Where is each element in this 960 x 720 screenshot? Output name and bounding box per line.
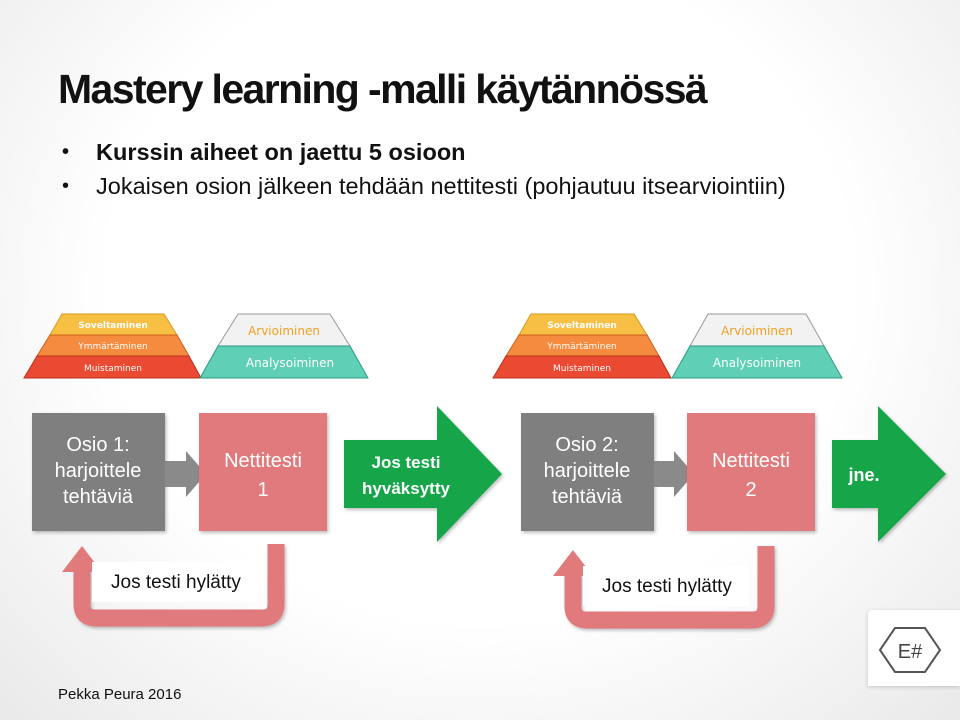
box-line: tehtäviä bbox=[63, 486, 134, 508]
bullet-dot-icon: • bbox=[62, 141, 70, 163]
hexagon-logo-icon: E# bbox=[878, 627, 942, 673]
pyramid-label: Muistaminen bbox=[553, 364, 611, 374]
slide-title: Mastery learning -malli käytännössä bbox=[58, 66, 708, 112]
pyramid-label: Muistaminen bbox=[84, 364, 142, 374]
box-line: Nettitesti bbox=[712, 450, 790, 472]
pyramid-level-base bbox=[492, 355, 672, 379]
section-2-box: Osio 2: harjoittele tehtäviä bbox=[521, 413, 654, 531]
etc-arrow: jne. bbox=[832, 406, 946, 542]
bullet-list: • Kurssin aiheet on jaettu 5 osioon • Jo… bbox=[60, 137, 920, 205]
bullet-text: Jokaisen osion jälkeen tehdään nettitest… bbox=[96, 173, 786, 199]
fail-loop-2: Jos testi hylätty bbox=[553, 546, 775, 629]
box-line: harjoittele bbox=[55, 460, 142, 482]
bullet-text: Kurssin aiheet on jaettu 5 osioon bbox=[96, 139, 466, 165]
pyramid-level-base bbox=[199, 345, 369, 379]
pyramid-label: Analysoiminen bbox=[713, 356, 801, 370]
pyramid-label: Arvioiminen bbox=[248, 324, 320, 338]
pyramid-label: Soveltaminen bbox=[547, 321, 616, 331]
bullet-item: • Kurssin aiheet on jaettu 5 osioon bbox=[60, 137, 920, 167]
pyramid-lower-2: Soveltaminen Ymmärtäminen Muistaminen bbox=[492, 313, 672, 379]
pyramid-upper-1: Arvioiminen Analysoiminen bbox=[199, 313, 369, 379]
box-line: tehtäviä bbox=[552, 486, 623, 508]
pyramid-label: Analysoiminen bbox=[246, 356, 334, 370]
bullet-dot-icon: • bbox=[62, 175, 70, 197]
gray-arrow-icon bbox=[165, 451, 206, 497]
fail-label: Jos testi hylätty bbox=[602, 576, 732, 597]
box-line: 1 bbox=[257, 479, 268, 501]
pyramid-label: Ymmärtäminen bbox=[77, 342, 148, 352]
box-line: harjoittele bbox=[544, 460, 631, 482]
logo-text: E# bbox=[898, 641, 923, 663]
arrow-line: hyväksytty bbox=[362, 479, 450, 498]
arrow-line: jne. bbox=[847, 465, 879, 485]
box-line: Osio 1: bbox=[66, 434, 129, 456]
pyramid-upper-2: Arvioiminen Analysoiminen bbox=[671, 313, 843, 379]
gray-arrow-icon bbox=[654, 451, 694, 497]
box-line: 2 bbox=[745, 479, 756, 501]
box-line: Osio 2: bbox=[555, 434, 618, 456]
pyramid-label: Ymmärtäminen bbox=[546, 342, 617, 352]
fail-loop-1: Jos testi hylätty bbox=[62, 544, 285, 627]
section-1-box: Osio 1: harjoittele tehtäviä bbox=[32, 413, 165, 531]
pyramid-level-base bbox=[671, 345, 843, 379]
footer-author: Pekka Peura 2016 bbox=[58, 686, 182, 703]
pyramid-label: Arvioiminen bbox=[721, 324, 793, 338]
bullet-item: • Jokaisen osion jälkeen tehdään nettite… bbox=[60, 171, 920, 201]
test-2-box: Nettitesti 2 bbox=[687, 413, 815, 531]
pyramid-lower-1: Soveltaminen Ymmärtäminen Muistaminen bbox=[23, 313, 202, 379]
accepted-arrow: Jos testi hyväksytty bbox=[344, 406, 502, 542]
box-line: Nettitesti bbox=[224, 450, 302, 472]
fail-label: Jos testi hylätty bbox=[111, 572, 241, 593]
logo-card: E# bbox=[868, 610, 960, 686]
pyramid-label: Soveltaminen bbox=[78, 321, 147, 331]
test-1-box: Nettitesti 1 bbox=[199, 413, 327, 531]
arrow-line: Jos testi bbox=[372, 453, 441, 472]
